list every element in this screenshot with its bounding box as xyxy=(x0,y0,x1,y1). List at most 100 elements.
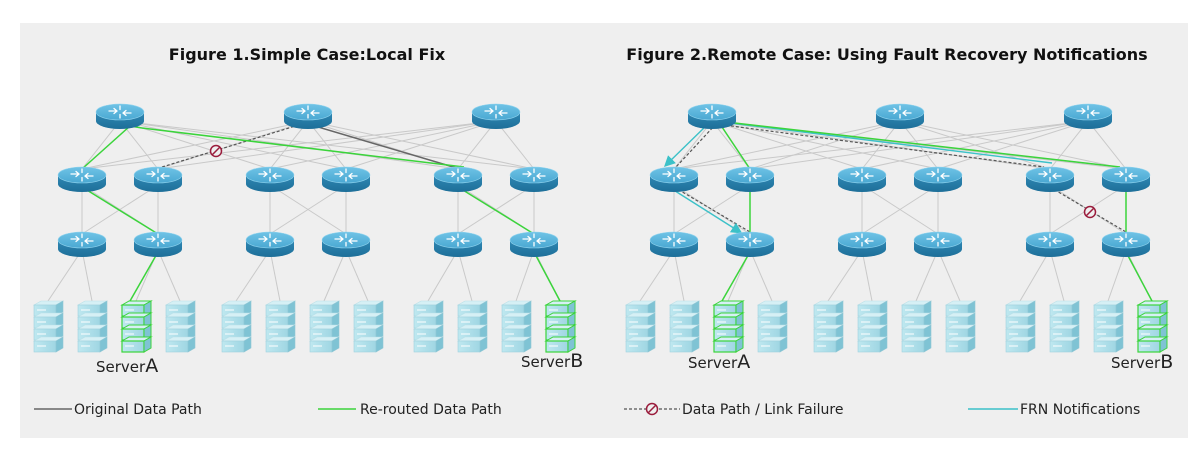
fabric-link xyxy=(673,249,685,302)
fabric-link xyxy=(457,249,473,302)
fabric-link xyxy=(1087,120,1127,170)
rerouted-path xyxy=(81,125,131,170)
network-nodes xyxy=(32,103,1169,353)
legend-rerouted-label: Re-routed Data Path xyxy=(360,402,502,418)
arrows-icon xyxy=(522,168,546,182)
tor-router xyxy=(725,231,775,257)
aggregation-router xyxy=(133,166,183,192)
server-rack xyxy=(1004,300,1037,353)
arrows-icon xyxy=(446,233,470,247)
arrows-icon xyxy=(662,233,686,247)
tor-router xyxy=(321,231,371,257)
fabric-link xyxy=(915,249,939,302)
fabric-link xyxy=(673,120,713,170)
frn-notification xyxy=(663,123,709,167)
fabric-link xyxy=(323,249,347,302)
frn-notification xyxy=(671,188,743,234)
arrows-icon xyxy=(334,233,358,247)
aggregation-router xyxy=(725,166,775,192)
server-rack xyxy=(944,300,977,353)
fig2-server-b-label: ServerB xyxy=(1111,351,1173,373)
fabric-link xyxy=(827,249,863,302)
fabric-link xyxy=(937,120,1089,170)
highlighted-server-rack xyxy=(120,300,153,353)
server-rack xyxy=(164,300,197,353)
server-rack xyxy=(32,300,65,353)
fabric-link xyxy=(861,249,873,302)
fabric-link xyxy=(81,184,159,235)
server-rack xyxy=(456,300,489,353)
fig1-server-b-label: ServerB xyxy=(521,350,583,372)
aggregation-router xyxy=(1101,166,1151,192)
fabric-link xyxy=(235,249,271,302)
server-rack xyxy=(668,300,701,353)
aggregation-router xyxy=(321,166,371,192)
fabric-link xyxy=(47,249,83,302)
aggregation-router xyxy=(913,166,963,192)
legend-original-label: Original Data Path xyxy=(74,402,202,418)
tor-router xyxy=(133,231,183,257)
server-rack xyxy=(264,300,297,353)
tor-router xyxy=(57,231,107,257)
server-rack xyxy=(308,300,341,353)
fabric-link xyxy=(81,120,121,170)
fabric-link xyxy=(81,249,93,302)
diagram-panel xyxy=(20,23,1188,438)
legend-failure-label: Data Path / Link Failure xyxy=(682,402,843,418)
fig1-server-a-label: ServerA xyxy=(96,355,158,377)
rerouted-path xyxy=(457,186,535,235)
server-rack xyxy=(76,300,109,353)
highlighted-server-rack xyxy=(544,300,577,353)
server-rack xyxy=(412,300,445,353)
arrows-icon xyxy=(850,168,874,182)
arrows-icon xyxy=(926,233,950,247)
rerouted-path xyxy=(1125,251,1153,302)
fabric-link xyxy=(861,120,1089,170)
core-router xyxy=(875,103,925,129)
fabric-link xyxy=(639,249,675,302)
core-router xyxy=(471,103,521,129)
fig2-server-a-label: ServerA xyxy=(688,351,750,373)
failed-link xyxy=(161,123,303,168)
arrows-icon xyxy=(662,168,686,182)
arrows-icon xyxy=(1076,105,1100,119)
fabric-link xyxy=(345,249,369,302)
tor-router xyxy=(1025,231,1075,257)
server-rack xyxy=(1092,300,1125,353)
arrows-icon xyxy=(70,233,94,247)
fabric-link xyxy=(495,120,535,170)
tor-router xyxy=(245,231,295,257)
aggregation-router xyxy=(57,166,107,192)
server-rack xyxy=(856,300,889,353)
fabric-link xyxy=(269,249,281,302)
server-rack xyxy=(812,300,845,353)
arrows-icon xyxy=(258,168,282,182)
highlighted-server-rack xyxy=(1136,300,1169,353)
tor-router xyxy=(509,231,559,257)
arrows-icon xyxy=(1114,233,1138,247)
aggregation-router xyxy=(649,166,699,192)
fabric-link xyxy=(749,120,1089,170)
aggregation-router xyxy=(1025,166,1075,192)
fabric-link xyxy=(457,120,497,170)
arrows-icon xyxy=(1038,233,1062,247)
fabric-link xyxy=(81,120,497,170)
fabric-link xyxy=(427,249,459,302)
legend-frn-label: FRN Notifications xyxy=(1020,402,1140,418)
arrows-icon xyxy=(258,233,282,247)
fabric-link xyxy=(457,184,535,235)
failed-path xyxy=(675,123,717,168)
legend: Original Data Path Re-routed Data Path D… xyxy=(34,402,1140,418)
arrows-icon xyxy=(334,168,358,182)
fabric-link xyxy=(673,184,751,235)
fabric-link xyxy=(1049,249,1065,302)
fabric-link xyxy=(269,184,347,235)
fabric-link xyxy=(1107,249,1127,302)
aggregation-router xyxy=(837,166,887,192)
fabric-link xyxy=(269,120,497,170)
fabric-link xyxy=(673,120,1089,170)
arrows-icon xyxy=(146,168,170,182)
tor-router xyxy=(837,231,887,257)
fabric-link xyxy=(81,120,309,170)
arrows-icon xyxy=(296,105,320,119)
